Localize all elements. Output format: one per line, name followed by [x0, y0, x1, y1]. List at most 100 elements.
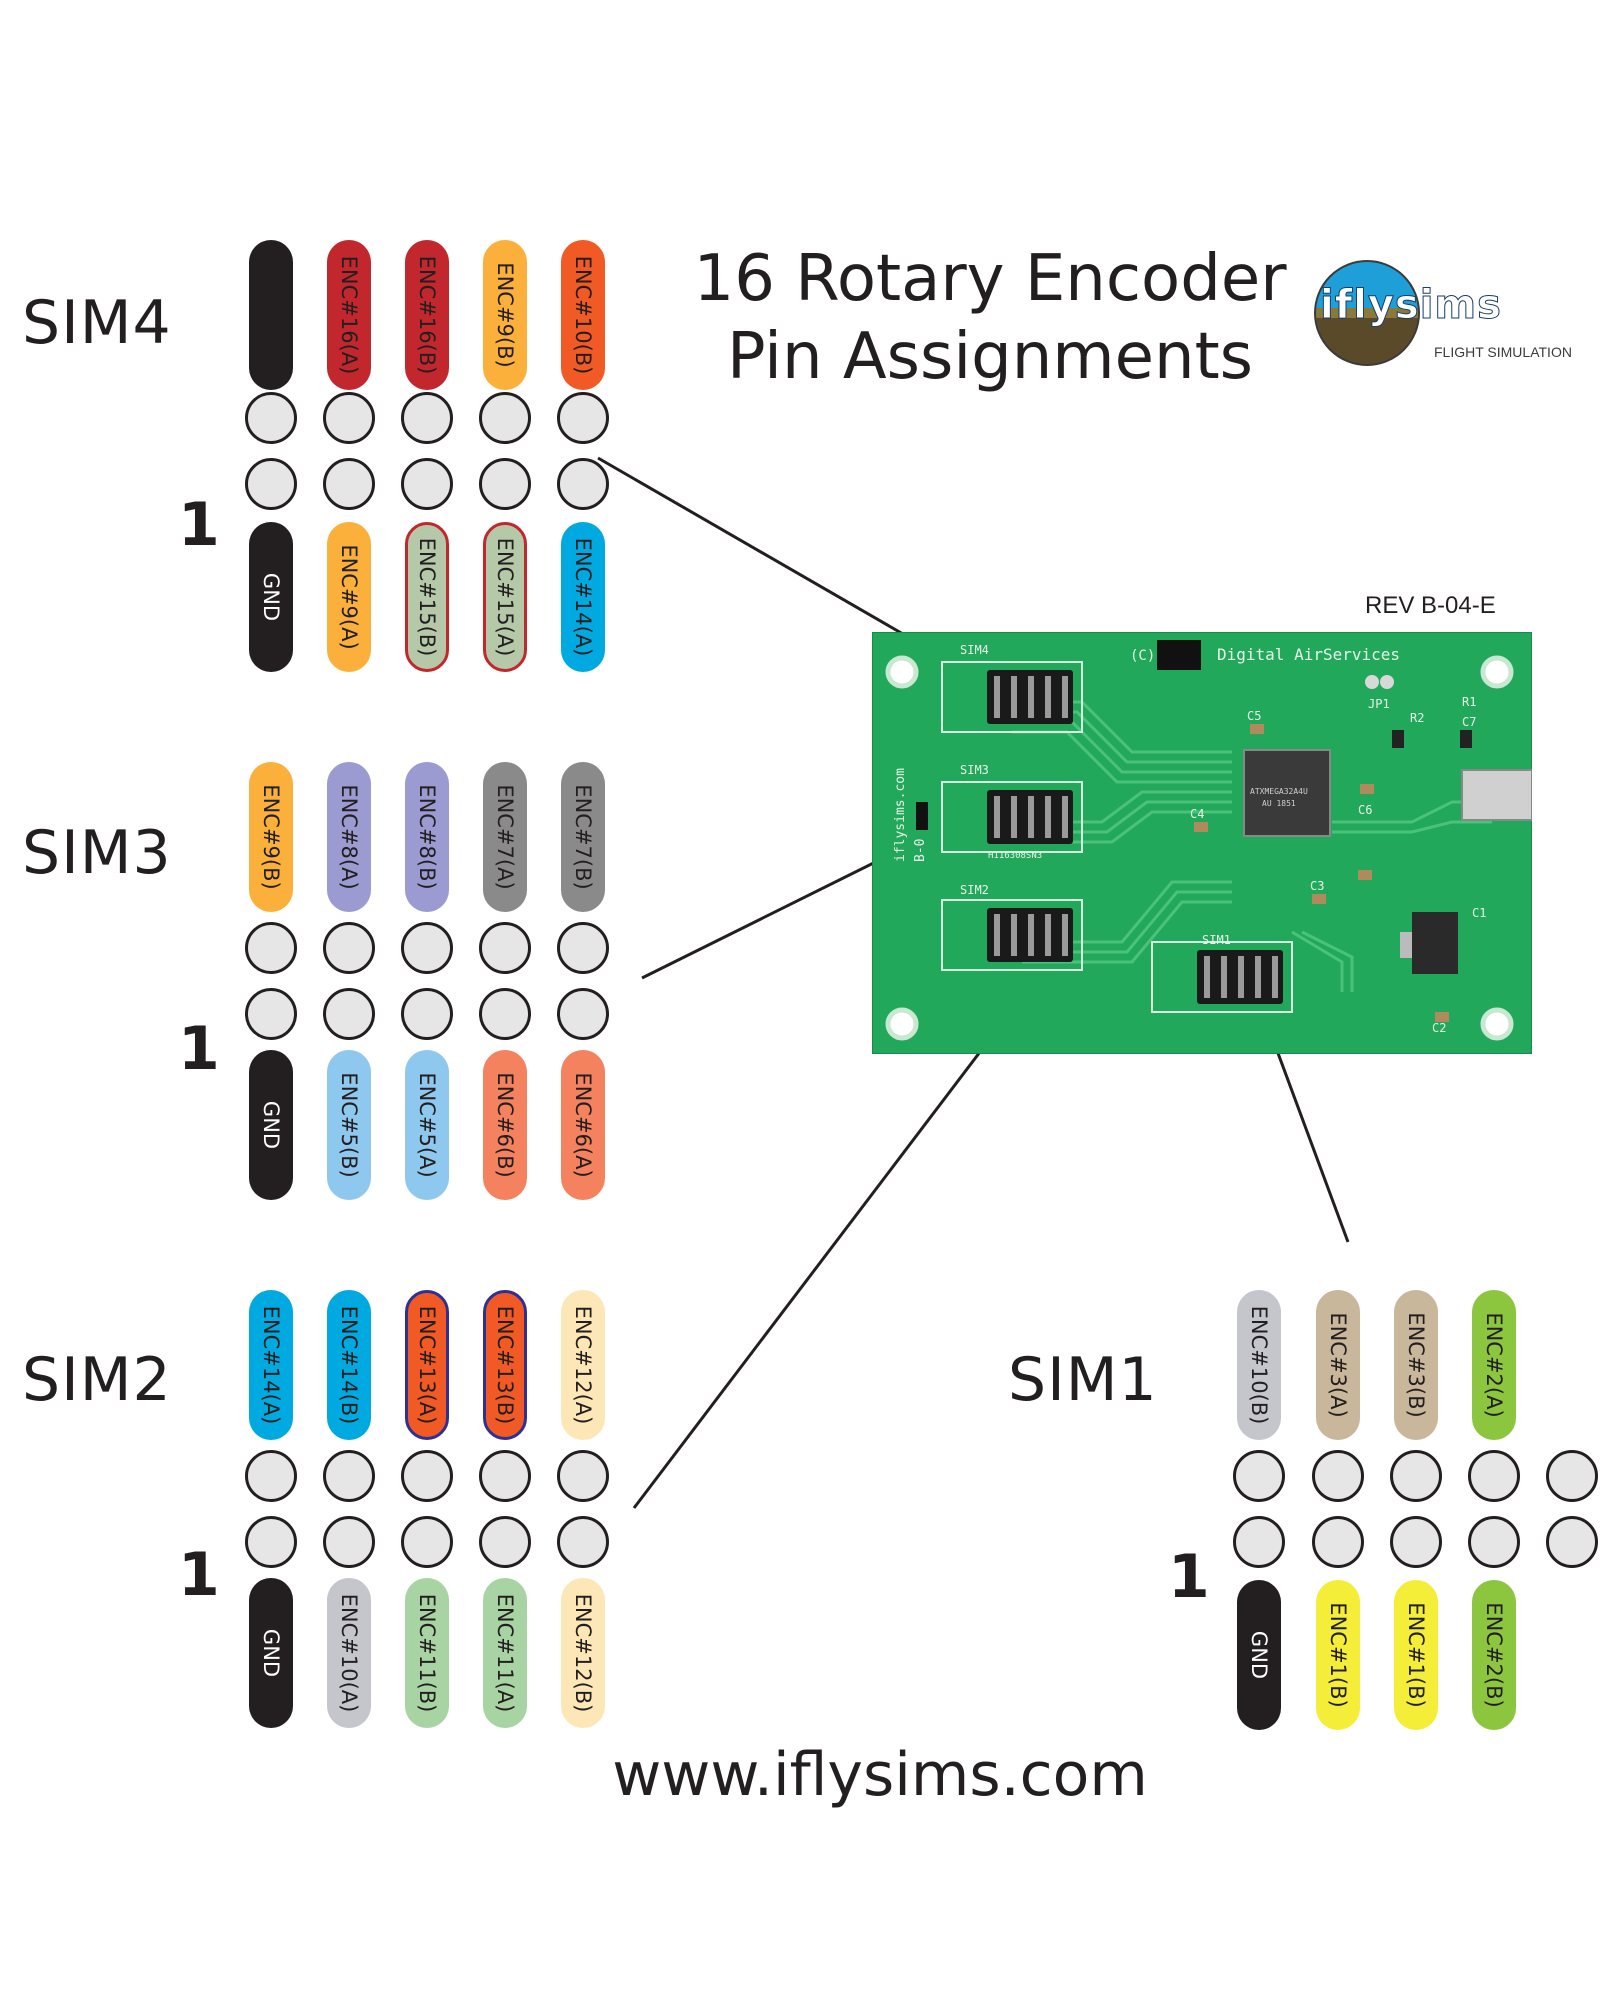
sim1-pin-r2-c3	[1390, 1516, 1442, 1568]
sim3-top-pin-text-3: ENC#8(B)	[415, 784, 439, 890]
sim2-bottom-pin-text-4: ENC#11(A)	[493, 1593, 517, 1713]
silk-r1: R1	[1462, 695, 1476, 709]
silk-side-rev: B-0	[913, 839, 928, 862]
sim3-pin-r1-c5	[557, 922, 609, 974]
sim3-bottom-pin-label-3: ENC#5(A)	[405, 1050, 449, 1200]
sim2-bottom-pin-label-2: ENC#10(A)	[327, 1578, 371, 1728]
sim3-pin-r1-c4	[479, 922, 531, 974]
sim3-top-pin-text-1: ENC#9(B)	[259, 784, 283, 890]
sim2-pin-r1-c5	[557, 1450, 609, 1502]
sim2-pin-r2-c1	[245, 1516, 297, 1568]
sim2-top-pin-label-4: ENC#13(B)	[483, 1290, 527, 1440]
sim3-bottom-pin-text-3: ENC#5(A)	[415, 1072, 439, 1178]
sim2-pin-r1-c2	[323, 1450, 375, 1502]
silk-c3: C3	[1310, 879, 1324, 893]
sim4-bottom-pin-text-3: ENC#15(B)	[415, 537, 439, 657]
sim4-pin-r2-c2	[323, 458, 375, 510]
sim1-bottom-pin-label-4: ENC#2(B)	[1472, 1580, 1516, 1730]
website-url[interactable]: www.iflysims.com	[612, 1740, 1148, 1810]
sim4-top-pin-text-3: ENC#16(B)	[415, 255, 439, 375]
sim1-top-pin-text-2: ENC#3(A)	[1326, 1312, 1350, 1418]
sim2-pin-r1-c4	[479, 1450, 531, 1502]
silk-c1: C1	[1472, 906, 1486, 920]
sim4-pin-r1-c3	[401, 392, 453, 444]
sim2-bottom-pin-label-3: ENC#11(B)	[405, 1578, 449, 1728]
sim4-top-pin-label-3: ENC#16(B)	[405, 240, 449, 390]
sim2-top-pin-label-1: ENC#14(A)	[249, 1290, 293, 1440]
chip-marking: ATXMEGA32A4U	[1250, 787, 1308, 796]
sim3-pin-r2-c4	[479, 988, 531, 1040]
sim3-top-pin-label-1: ENC#9(B)	[249, 762, 293, 912]
silk-sim3: SIM3	[960, 763, 989, 777]
sim4-bottom-pin-text-5: ENC#14(A)	[571, 537, 595, 657]
sim1-top-pin-label-2: ENC#3(A)	[1316, 1290, 1360, 1440]
sim2-top-pin-text-1: ENC#14(A)	[259, 1305, 283, 1425]
sim1-pin-r1-c4	[1468, 1450, 1520, 1502]
silk-c7: C7	[1462, 715, 1476, 729]
silk-c6: C6	[1358, 803, 1372, 817]
sim3-pin-r1-c3	[401, 922, 453, 974]
silk-sim1: SIM1	[1202, 933, 1231, 947]
sim4-pin-r2-c4	[479, 458, 531, 510]
sim2-pin-r2-c2	[323, 1516, 375, 1568]
silk-jp1: JP1	[1368, 697, 1390, 711]
sim4-top-pin-text-5: ENC#10(B)	[571, 255, 595, 375]
sim4-bottom-pin-text-1: GND	[259, 572, 283, 622]
sim2-pin-r2-c4	[479, 1516, 531, 1568]
sim3-top-pin-label-3: ENC#8(B)	[405, 762, 449, 912]
silk-c5: C5	[1247, 709, 1261, 723]
sim2-bottom-pin-label-1: GND	[249, 1578, 293, 1728]
sim3-pin-r1-c2	[323, 922, 375, 974]
sim1-top-pin-label-4: ENC#2(A)	[1472, 1290, 1516, 1440]
sim4-top-pin-label-2: ENC#16(A)	[327, 240, 371, 390]
chip-marking-sub: AU 1851	[1262, 799, 1296, 808]
silk-copyright: (C)	[1130, 648, 1155, 664]
sim2-bottom-pin-label-4: ENC#11(A)	[483, 1578, 527, 1728]
sim1-bottom-pin-label-2: ENC#1(B)	[1316, 1580, 1360, 1730]
sim1-top-pin-label-3: ENC#3(B)	[1394, 1290, 1438, 1440]
sim1-top-pin-text-4: ENC#2(A)	[1482, 1312, 1506, 1418]
sim1-pin-r2-c2	[1312, 1516, 1364, 1568]
sim3-bottom-pin-label-4: ENC#6(B)	[483, 1050, 527, 1200]
sim2-pin-r2-c3	[401, 1516, 453, 1568]
sim2-pin-r1-c1	[245, 1450, 297, 1502]
sim3-pin1-marker: 1	[178, 1014, 220, 1084]
sim3-top-pin-text-5: ENC#7(B)	[571, 784, 595, 890]
silk-c2: C2	[1432, 1021, 1446, 1035]
sim4-bottom-pin-text-4: ENC#15(A)	[493, 537, 517, 657]
sim4-pin-r1-c1	[245, 392, 297, 444]
sim4-top-pin-label-5: ENC#10(B)	[561, 240, 605, 390]
sim1-pin-r2-c5	[1546, 1516, 1598, 1568]
silk-c4: C4	[1190, 807, 1204, 821]
sim4-bottom-pin-label-4: ENC#15(A)	[483, 522, 527, 672]
sim4-pin1-marker: 1	[178, 490, 220, 560]
sim2-top-pin-text-3: ENC#13(A)	[415, 1305, 439, 1425]
sim4-top-pin-text-2: ENC#16(A)	[337, 255, 361, 375]
title-line-2: Pin Assignments	[726, 320, 1254, 394]
sim3-bottom-pin-text-4: ENC#6(B)	[493, 1072, 517, 1178]
sim1-pin-r2-c4	[1468, 1516, 1520, 1568]
sim4-pin-r2-c1	[245, 458, 297, 510]
sim2-top-pin-label-5: ENC#12(A)	[561, 1290, 605, 1440]
sim1-top-pin-label-1: ENC#10(B)	[1237, 1290, 1281, 1440]
logo-text: iflysims	[1320, 282, 1502, 329]
sim1-label: SIM1	[1008, 1345, 1158, 1415]
sim4-top-pin-text-4: ENC#9(B)	[493, 262, 517, 368]
sim3-bottom-pin-text-5: ENC#6(A)	[571, 1072, 595, 1178]
sim3-top-pin-label-4: ENC#7(A)	[483, 762, 527, 912]
sim3-pin-r2-c1	[245, 988, 297, 1040]
revision-label: REV B-04-E	[1365, 592, 1496, 619]
sim3-bottom-pin-label-2: ENC#5(B)	[327, 1050, 371, 1200]
sim2-bottom-pin-text-5: ENC#12(B)	[571, 1593, 595, 1713]
sim2-pin-r1-c3	[401, 1450, 453, 1502]
sim1-top-pin-text-3: ENC#3(B)	[1404, 1312, 1428, 1418]
sim4-pin-r2-c3	[401, 458, 453, 510]
title-line-1: 16 Rotary Encoder	[693, 242, 1287, 316]
sim3-bottom-pin-label-5: ENC#6(A)	[561, 1050, 605, 1200]
sim2-bottom-pin-text-3: ENC#11(B)	[415, 1593, 439, 1713]
sim1-pin-r2-c1	[1233, 1516, 1285, 1568]
sim3-bottom-pin-label-1: GND	[249, 1050, 293, 1200]
sim1-pin-r1-c5	[1546, 1450, 1598, 1502]
sim2-label: SIM2	[22, 1345, 172, 1415]
sim4-pin-r1-c2	[323, 392, 375, 444]
